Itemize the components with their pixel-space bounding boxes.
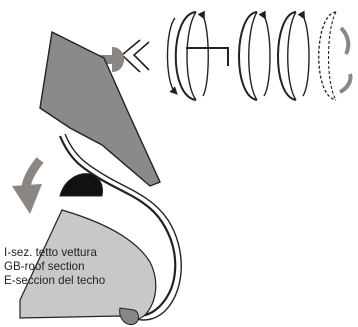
section-labels: I-sez. tetto vettura GB-roof section E-s… — [4, 246, 105, 288]
rubber-pad-icon — [59, 173, 103, 197]
bottom-hook — [119, 307, 139, 326]
adjust-knob-icon — [120, 39, 141, 73]
mount-body — [39, 30, 161, 187]
label-spanish: E-seccion del techo — [4, 274, 106, 287]
rotate-step-3-icon — [277, 10, 310, 101]
rotate-step-1-icon — [166, 10, 229, 101]
rotation-sequence — [120, 10, 353, 101]
downward-arrow — [12, 157, 44, 214]
label-italian: I-sez. tetto vettura — [4, 246, 97, 259]
label-english: GB-roof section — [4, 260, 85, 273]
rotate-step-4-dashed-icon — [318, 11, 353, 101]
mount-strip — [58, 135, 177, 317]
rotate-step-2-icon — [238, 10, 271, 101]
